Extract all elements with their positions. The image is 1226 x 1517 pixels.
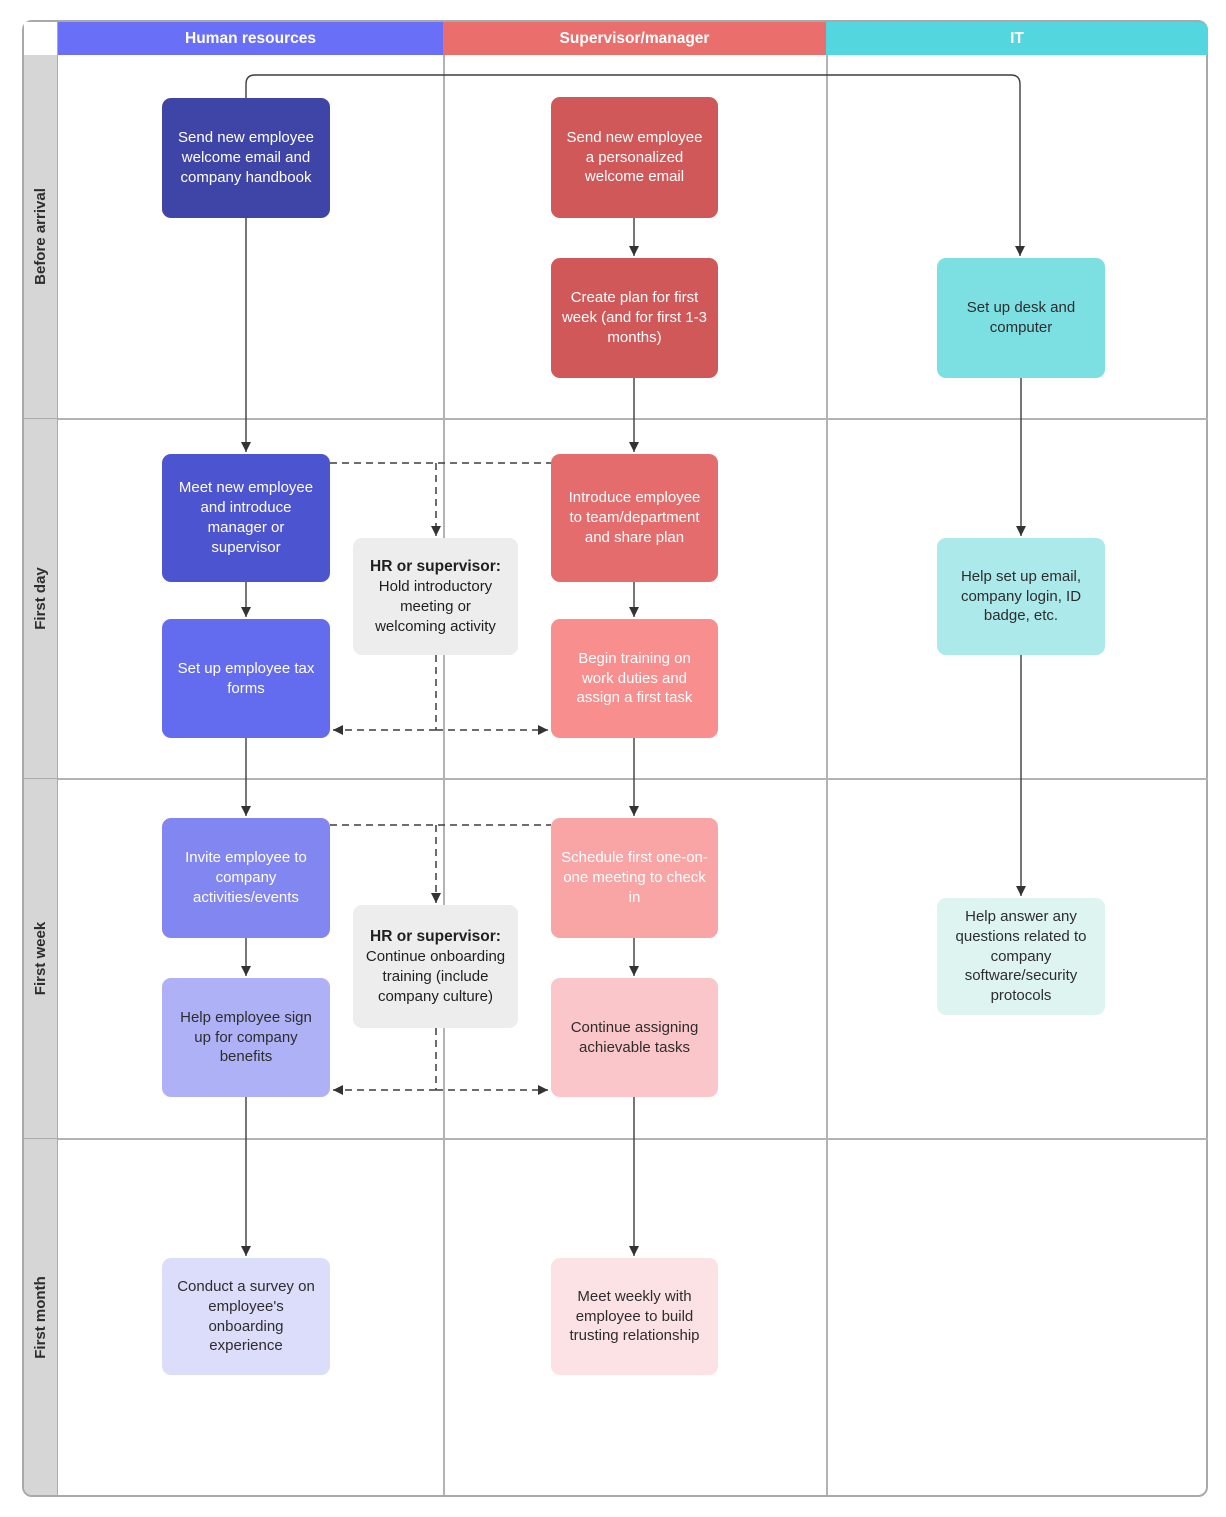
joint-note-title: HR or supervisor: <box>370 927 501 945</box>
node-sup-assign-tasks: Continue assigning achievable tasks <box>551 978 718 1097</box>
node-it-software-questions: Help answer any questions related to com… <box>937 898 1105 1015</box>
lane-divider-supervisor-it <box>826 55 828 1495</box>
phase-label-first-week: First week <box>24 778 58 1138</box>
node-sup-first-week-plan: Create plan for first week (and for firs… <box>551 258 718 378</box>
node-sup-weekly-meetings: Meet weekly with employee to build trust… <box>551 1258 718 1375</box>
phase-label-first-day: First day <box>24 418 58 778</box>
header-corner-cell <box>24 22 58 55</box>
node-hr-onboarding-survey: Conduct a survey on employee's onboardin… <box>162 1258 330 1375</box>
node-sup-begin-training: Begin training on work duties and assign… <box>551 619 718 738</box>
phase-divider-firstweek-firstmonth <box>58 1138 1208 1140</box>
lane-header-it: IT <box>826 22 1208 55</box>
node-hr-meet-employee: Meet new employee and introduce manager … <box>162 454 330 582</box>
lane-divider-hr-supervisor <box>443 55 445 1495</box>
node-it-email-login-badge: Help set up email, company login, ID bad… <box>937 538 1105 655</box>
joint-note-body: Continue onboarding training (include co… <box>365 948 506 1005</box>
node-hr-invite-activities: Invite employee to company activities/ev… <box>162 818 330 938</box>
phase-label-before-arrival: Before arrival <box>24 55 58 418</box>
node-hr-tax-forms: Set up employee tax forms <box>162 619 330 738</box>
node-joint-continue-training: HR or supervisor: Continue onboarding tr… <box>353 905 518 1028</box>
joint-note-body: Hold introductory meeting or welcoming a… <box>375 578 496 635</box>
node-sup-personalized-email: Send new employee a personalized welcome… <box>551 97 718 218</box>
phase-label-first-month: First month <box>24 1138 58 1495</box>
node-joint-intro-meeting: HR or supervisor: Hold introductory meet… <box>353 538 518 655</box>
node-hr-benefits-signup: Help employee sign up for company benefi… <box>162 978 330 1097</box>
node-it-desk-computer: Set up desk and computer <box>937 258 1105 378</box>
joint-note-title: HR or supervisor: <box>370 557 501 575</box>
node-hr-welcome-email: Send new employee welcome email and comp… <box>162 98 330 218</box>
lane-header-supervisor-manager: Supervisor/manager <box>443 22 826 55</box>
node-sup-introduce-team: Introduce employee to team/department an… <box>551 454 718 582</box>
node-sup-first-one-on-one: Schedule first one-on-one meeting to che… <box>551 818 718 938</box>
phase-divider-arrival-firstday <box>58 418 1208 420</box>
phase-divider-firstday-firstweek <box>58 778 1208 780</box>
lane-header-human-resources: Human resources <box>58 22 443 55</box>
